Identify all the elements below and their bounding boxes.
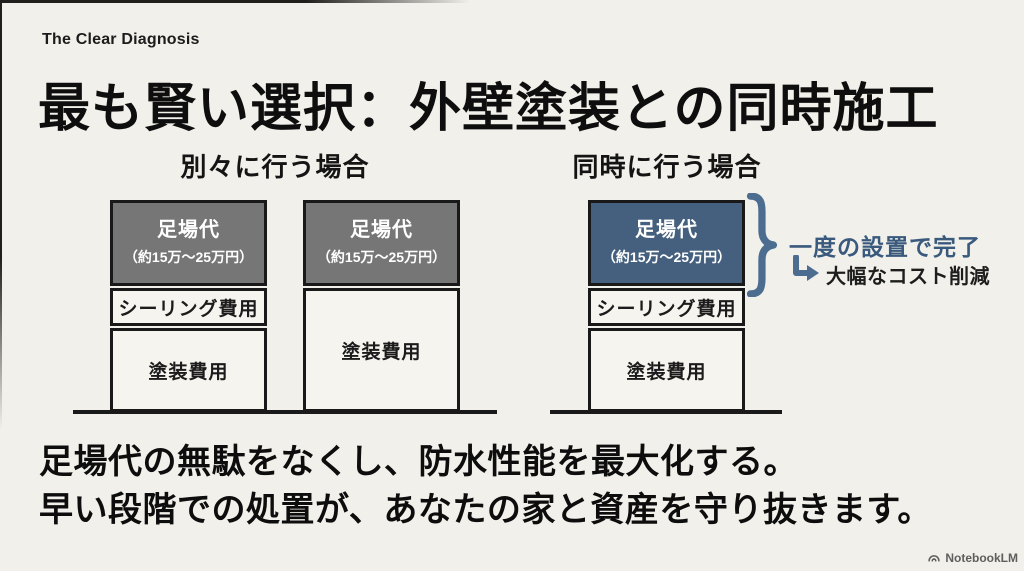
segment-sealing-cost: シーリング費用 [588,288,745,326]
brace-icon [746,193,778,297]
segment-label: 足場代 [157,219,220,241]
segment-scaffold-cost: 足場代 （約15万〜25万円） [303,200,460,286]
left-edge-artifact [0,0,2,430]
segment-sublabel: （約15万〜25万円） [316,249,447,265]
segment-scaffold-cost-highlighted: 足場代 （約15万〜25万円） [588,200,745,286]
bottom-message-line1: 足場代の無駄をなくし、防水性能を最大化する。 [39,443,798,481]
ground-line-left [73,410,497,414]
annotation-cost-reduction: 大幅なコスト削減 [826,266,990,288]
bar-separate-painting: 足場代 （約15万〜25万円） 塗装費用 [303,200,460,412]
annotation-one-setup: 一度の設置で完了 [789,234,981,260]
segment-label: 塗装費用 [148,361,229,383]
segment-label: シーリング費用 [596,298,737,320]
segment-sealing-cost: シーリング費用 [110,288,267,326]
segment-painting-cost: 塗装費用 [303,288,460,412]
column-header-simultaneous: 同時に行う場合 [572,152,762,182]
segment-label: 塗装費用 [341,341,422,363]
segment-painting-cost: 塗装費用 [110,328,267,412]
slide-title: 最も賢い選択：外壁塗装との同時施工 [38,80,939,138]
segment-label: 足場代 [350,219,413,241]
bar-separate-sealing: 足場代 （約15万〜25万円） シーリング費用 塗装費用 [110,200,267,412]
notebooklm-logo-icon [928,555,941,562]
segment-scaffold-cost: 足場代 （約15万〜25万円） [110,200,267,286]
brand-watermark: NotebookLM [927,551,1018,565]
segment-label: シーリング費用 [118,298,259,320]
segment-label: 足場代 [635,219,698,241]
top-edge-artifact [0,0,470,3]
segment-painting-cost: 塗装費用 [588,328,745,412]
segment-label: 塗装費用 [626,361,707,383]
column-header-separate: 別々に行う場合 [180,152,370,182]
bottom-message-line2: 早い段階での処置が、あなたの家と資産を守り抜きます。 [39,491,932,529]
brand-name: NotebookLM [945,551,1018,565]
bar-simultaneous: 足場代 （約15万〜25万円） シーリング費用 塗装費用 [588,200,745,412]
eyebrow-label: The Clear Diagnosis [42,31,200,48]
corner-arrow-icon [793,255,819,281]
bottom-message: 足場代の無駄をなくし、防水性能を最大化する。 早い段階での処置が、あなたの家と資… [39,438,932,534]
segment-sublabel: （約15万〜25万円） [123,249,254,265]
segment-sublabel: （約15万〜25万円） [601,249,732,265]
ground-line-right [550,410,782,414]
